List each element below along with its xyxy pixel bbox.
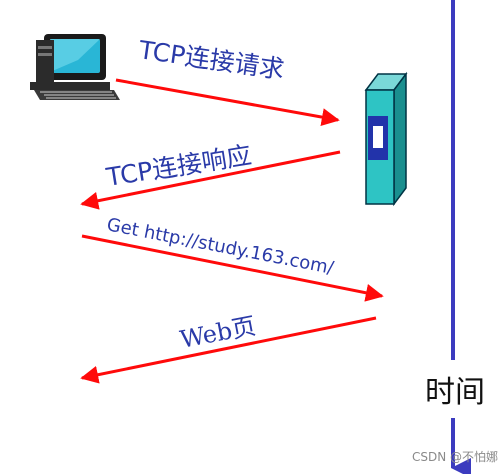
- message-arrow-2: [80, 150, 341, 210]
- server-icon: [364, 71, 408, 207]
- message-arrow-4: [80, 316, 377, 384]
- message-label-4: Web页: [178, 312, 258, 354]
- watermark: CSDN @不怕娜: [412, 449, 498, 464]
- message-arrow-3: [81, 234, 384, 302]
- time-axis-label: 时间: [425, 375, 485, 410]
- computer-icon: [30, 34, 120, 100]
- message-label-1: TCP连接请求: [136, 35, 286, 84]
- message-arrow-1: [115, 78, 340, 126]
